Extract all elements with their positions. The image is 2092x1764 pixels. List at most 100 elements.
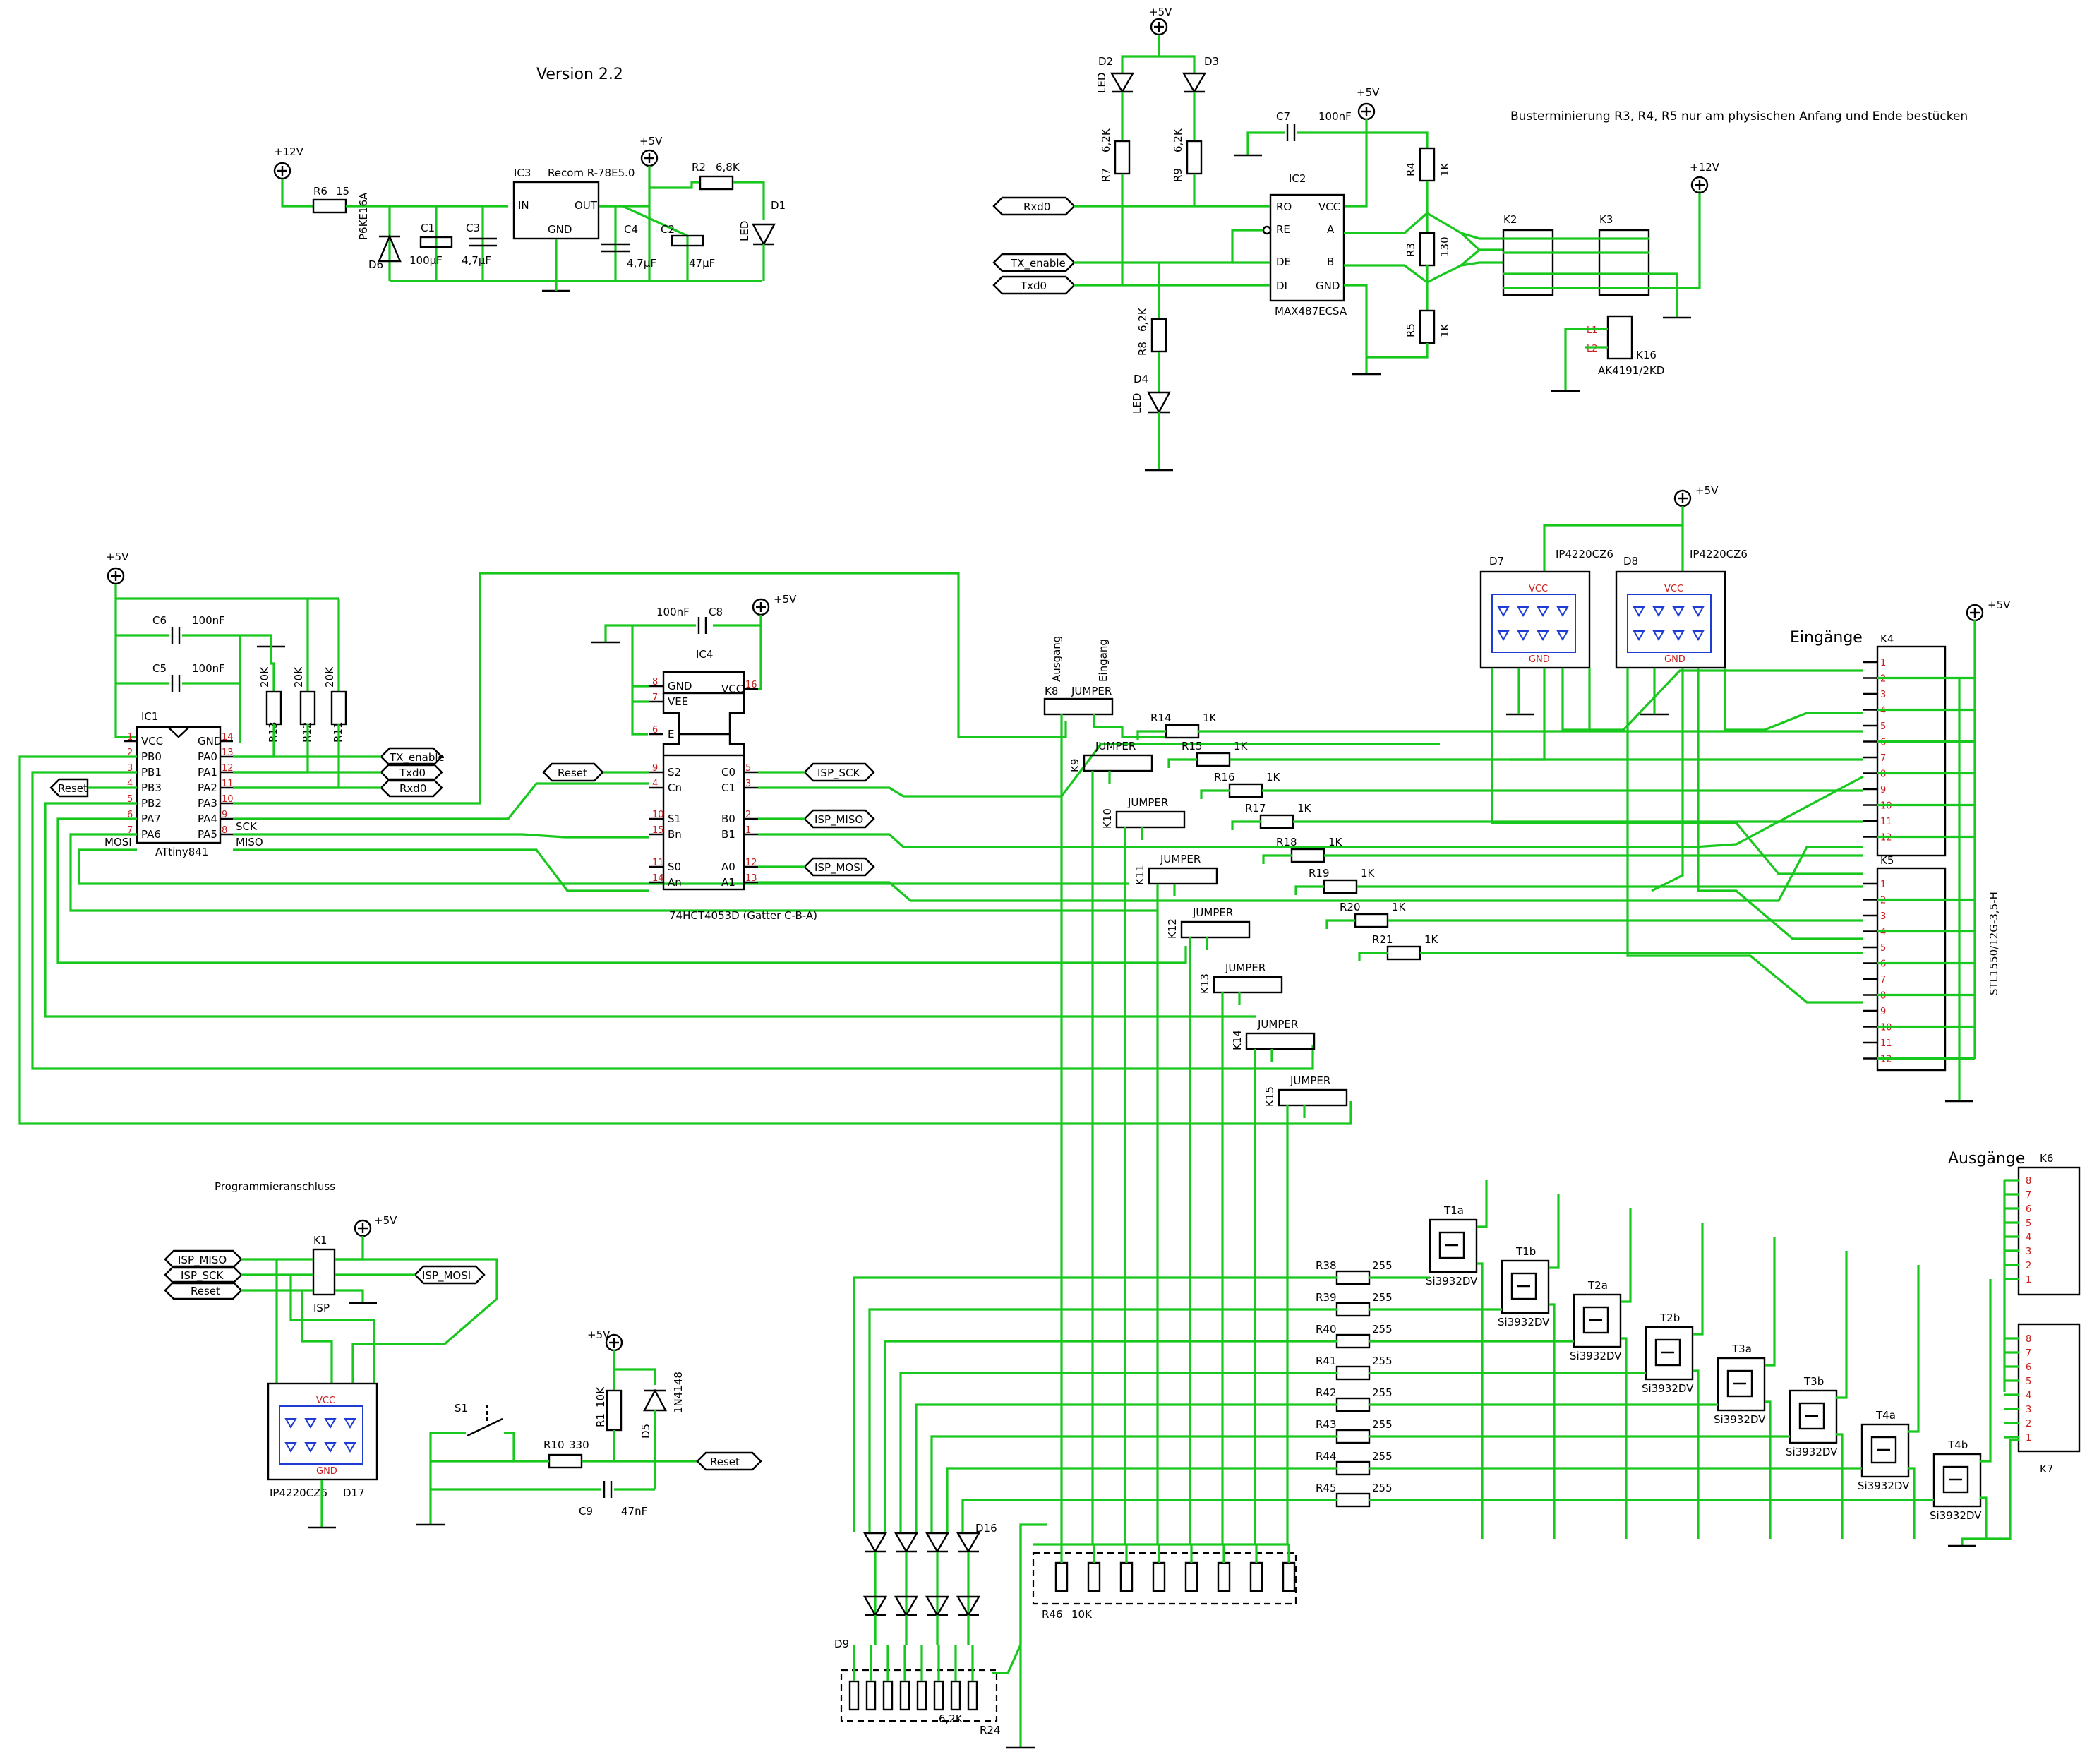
ic1-pinnum-right-4: 10 — [222, 794, 234, 805]
ic1-pin-left-4: PB2 — [141, 797, 162, 810]
tvs-vcc-2: VCC — [316, 1396, 335, 1406]
ic1-pin-right-0: GND — [198, 735, 222, 748]
ic3-gnd-pin: GND — [548, 223, 572, 236]
r9-value: 6,2K — [1172, 128, 1184, 152]
tvs-vcc-1: VCC — [1664, 584, 1683, 594]
mosfet-t3b — [1789, 1389, 1838, 1444]
mosfet-value-3: Si3932DV — [1642, 1382, 1694, 1395]
jumper-k-label-15: K15 — [1263, 1086, 1276, 1107]
ic4-pinnum-right-0: 16 — [745, 680, 757, 690]
d16-label: D16 — [975, 1522, 997, 1535]
r42-label: R42 — [1316, 1386, 1337, 1399]
ic1-pin-right-4: PA3 — [198, 797, 217, 810]
ic3-label: IC3 — [514, 167, 531, 179]
ic4-label: IC4 — [696, 648, 713, 661]
tx-enable-mcu-flag — [380, 747, 443, 767]
mux-ic4 — [662, 754, 745, 891]
r4-label: R4 — [1405, 162, 1417, 176]
k4-pin-6: 7 — [1880, 753, 1886, 764]
capacitor-c1 — [419, 236, 453, 248]
ic1-pinnum-right-2: 12 — [222, 763, 234, 774]
k5-pin-8: 9 — [1880, 1007, 1886, 1017]
k7-pin-4: 4 — [2026, 1391, 2031, 1401]
reset-out-flag — [696, 1451, 762, 1471]
connector-k2 — [1502, 229, 1554, 296]
r24-element-5 — [933, 1680, 944, 1711]
isp-miso-label: ISP_MISO — [178, 1254, 227, 1267]
ic4-pin-right-5: A0 — [721, 860, 735, 873]
isp-sck-mux-flag — [803, 762, 875, 782]
rs485-section: +5V D2 LED D3 R7 6,2K R9 6,2K C7 100nF +… — [992, 6, 1720, 472]
resistor-r1 — [606, 1389, 623, 1432]
tvs-d7 — [1479, 570, 1591, 669]
r17-label: R17 — [1245, 802, 1266, 815]
ic2-b-pin: B — [1327, 256, 1334, 268]
mosfet-t1a — [1429, 1218, 1478, 1273]
r40-value: 255 — [1372, 1323, 1393, 1336]
c4-label: C4 — [624, 223, 638, 236]
r38-value: 255 — [1372, 1259, 1393, 1272]
isp-miso-mux-label: ISP_MISO — [814, 813, 863, 827]
r46-element-3 — [1152, 1561, 1166, 1592]
k5-label: K5 — [1880, 854, 1894, 867]
r39-label: R39 — [1316, 1291, 1337, 1304]
k7-label: K7 — [2040, 1463, 2053, 1475]
k6-pin-5: 3 — [2026, 1247, 2031, 1257]
d6-value: P6KE16A — [357, 192, 370, 240]
ic4-pin-left-4: Cn — [668, 781, 682, 794]
isp-mosi-mux-flag — [803, 857, 875, 877]
isp-sck-mux-label: ISP_SCK — [817, 767, 860, 780]
tvs-d8 — [1615, 570, 1726, 669]
reset-out-label: Reset — [710, 1456, 740, 1468]
r8-label: R8 — [1136, 342, 1149, 356]
resistor-network-r24 — [840, 1669, 998, 1722]
ic2-gnd-pin: GND — [1316, 280, 1340, 292]
r24-value: 6,2K — [939, 1712, 963, 1725]
ic1-pin-left-2: PB1 — [141, 766, 162, 779]
c7-label: C7 — [1276, 110, 1290, 123]
c6-value: 100nF — [192, 614, 225, 627]
resistor-r40 — [1335, 1333, 1371, 1349]
r16-value: 1K — [1266, 771, 1281, 784]
resistor-r7 — [1114, 140, 1131, 175]
c9-label: C9 — [579, 1505, 593, 1518]
jumper-label-13: JUMPER — [1225, 961, 1266, 974]
ic1-pin-right-6: PA5 — [198, 828, 217, 841]
d8-label: D8 — [1623, 555, 1638, 568]
mosfet-value-2: Si3932DV — [1570, 1350, 1622, 1362]
r4-value: 1K — [1438, 162, 1451, 176]
d2-label: D2 — [1098, 55, 1113, 68]
ic1-pinnum-left-5: 6 — [127, 810, 133, 820]
c5-value: 100nF — [192, 662, 225, 675]
txd0-mcu-flag — [380, 762, 443, 782]
supply-5v-prot-label: +5V — [1695, 484, 1719, 497]
ic4-pinnum-left-0: 8 — [652, 677, 658, 688]
r46-label: R46 — [1042, 1608, 1063, 1621]
mosfet-t4b — [1932, 1453, 1982, 1508]
r46-value: 10K — [1071, 1608, 1093, 1621]
d6-label: D6 — [368, 258, 383, 271]
r7-label: R7 — [1100, 168, 1112, 182]
ic4-pin-left-1: VEE — [668, 695, 688, 708]
d9-label: D9 — [834, 1638, 849, 1650]
ic3-value: Recom R-78E5.0 — [548, 167, 635, 179]
r5-value: 1K — [1438, 323, 1451, 337]
ic1-pinnum-right-6: 8 — [222, 825, 227, 836]
protection-section: +5V D7 IP4220CZ6 D8 IP4220CZ6 VCCGNDVCCG… — [279, 484, 1863, 1477]
supply-5v-mcu-label: +5V — [106, 551, 129, 563]
connector-k5 — [1876, 867, 1947, 1072]
ic1-pinnum-left-0: 1 — [127, 732, 133, 743]
k6-pin-1: 7 — [2026, 1190, 2031, 1201]
r10-value: 330 — [569, 1439, 589, 1451]
c4-value: 4,7µF — [627, 257, 656, 270]
c8-label: C8 — [709, 606, 723, 618]
isp-mosi-flag — [414, 1265, 486, 1285]
c1-label: C1 — [421, 222, 435, 234]
d8-value: IP4220CZ6 — [1690, 548, 1748, 560]
mosfet-label-4: T3a — [1731, 1343, 1752, 1355]
ic1-pinnum-left-1: 2 — [127, 748, 133, 758]
r41-label: R41 — [1316, 1355, 1337, 1367]
ic4-pinnum-right-2: 3 — [745, 779, 751, 789]
r46-element-0 — [1054, 1561, 1069, 1592]
resistor-r42 — [1335, 1397, 1371, 1412]
